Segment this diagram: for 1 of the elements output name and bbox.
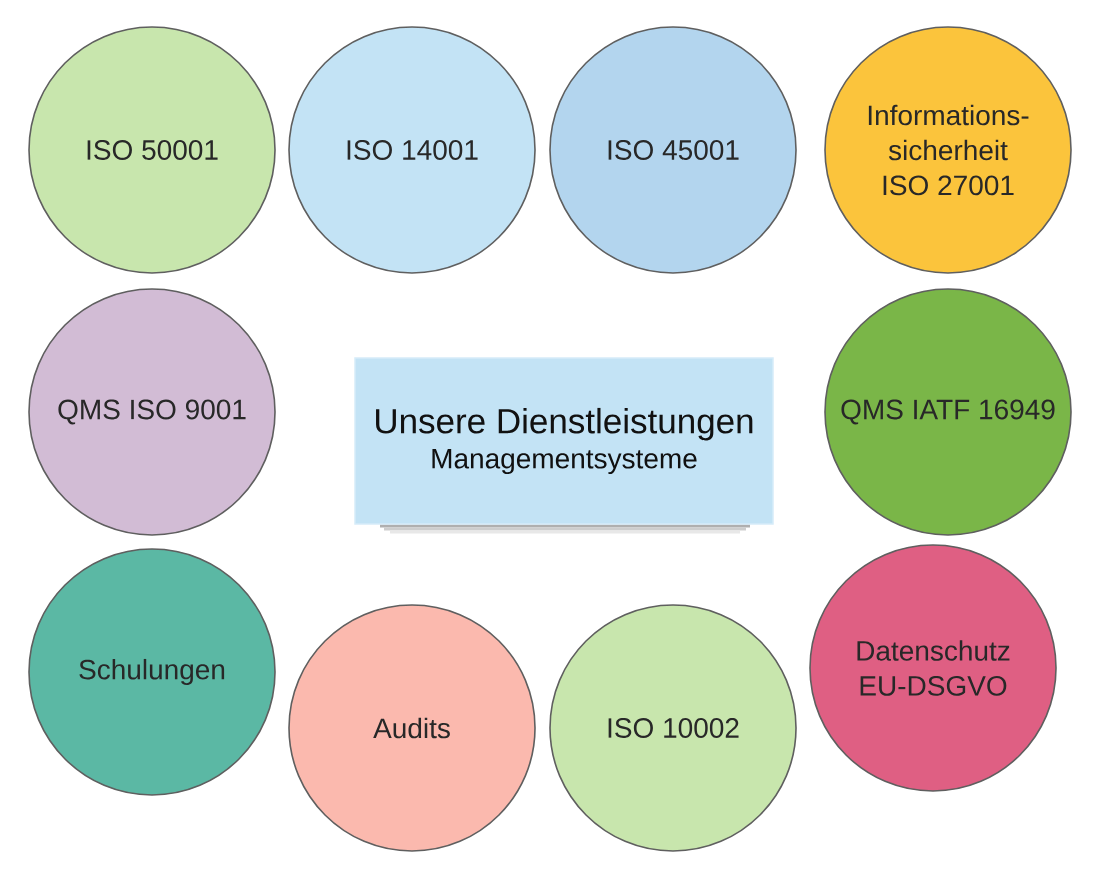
title-box: Unsere Dienstleistungen Managementsysteme <box>354 357 774 534</box>
